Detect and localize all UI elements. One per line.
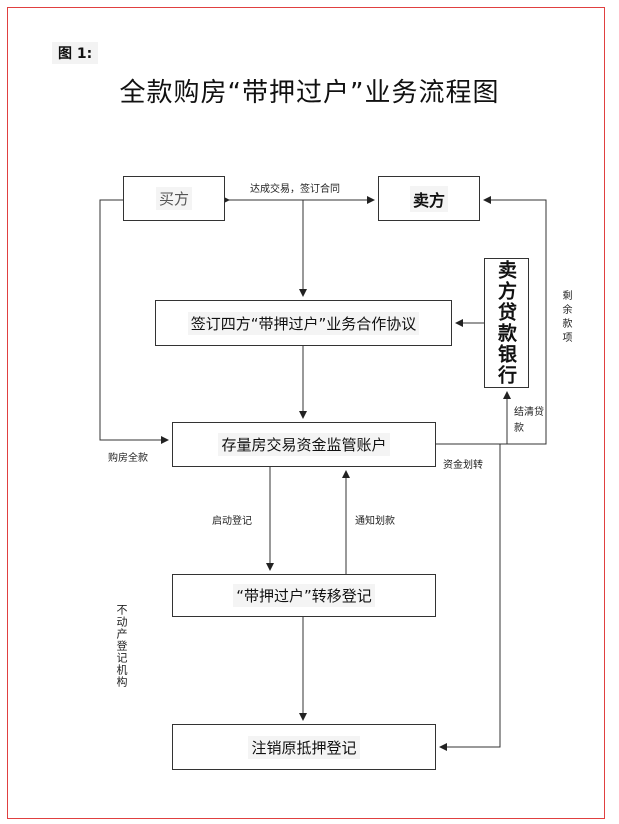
- diagram-title: 全款购房“带押过户”业务流程图: [119, 78, 500, 108]
- notify-transfer-label: 通知划款: [355, 516, 395, 527]
- start-registration-label: 启动登记: [212, 516, 252, 527]
- seller-label: 卖方: [409, 185, 448, 212]
- transfer-node: “带押过户”转移登记: [172, 574, 436, 617]
- settle-loan-label: 结清贷款: [514, 407, 544, 434]
- page-frame: [7, 7, 605, 819]
- deal-label: 达成交易，签订合同: [250, 184, 340, 195]
- bank-node: 卖方贷款银行: [484, 258, 529, 388]
- account-node: 存量房交易资金监管账户: [172, 422, 436, 467]
- figure-label: 图 1:: [52, 42, 99, 64]
- buyer-node: 买方: [123, 176, 225, 221]
- agreement-label: 签订四方“带押过户”业务合作协议: [187, 311, 420, 335]
- edge-account-bank: [436, 391, 511, 445]
- registry-label: 不动产登记机构: [115, 604, 128, 688]
- transfer-label: “带押过户”转移登记: [233, 584, 375, 607]
- cancel-label: 注销原抵押登记: [248, 735, 360, 759]
- cancel-node: 注销原抵押登记: [172, 724, 436, 770]
- buyer-label: 买方: [155, 187, 192, 210]
- fund-transfer-label: 资金划转: [443, 460, 483, 471]
- edge-buyer-account: [99, 199, 169, 444]
- agreement-node: 签订四方“带押过户”业务合作协议: [155, 300, 452, 346]
- account-label: 存量房交易资金监管账户: [218, 433, 390, 456]
- full-payment-label: 购房全款: [108, 453, 148, 464]
- remaining-label: 剩余款项: [560, 290, 571, 346]
- edge-bank-cancel: [439, 444, 501, 751]
- seller-node: 卖方: [378, 176, 480, 221]
